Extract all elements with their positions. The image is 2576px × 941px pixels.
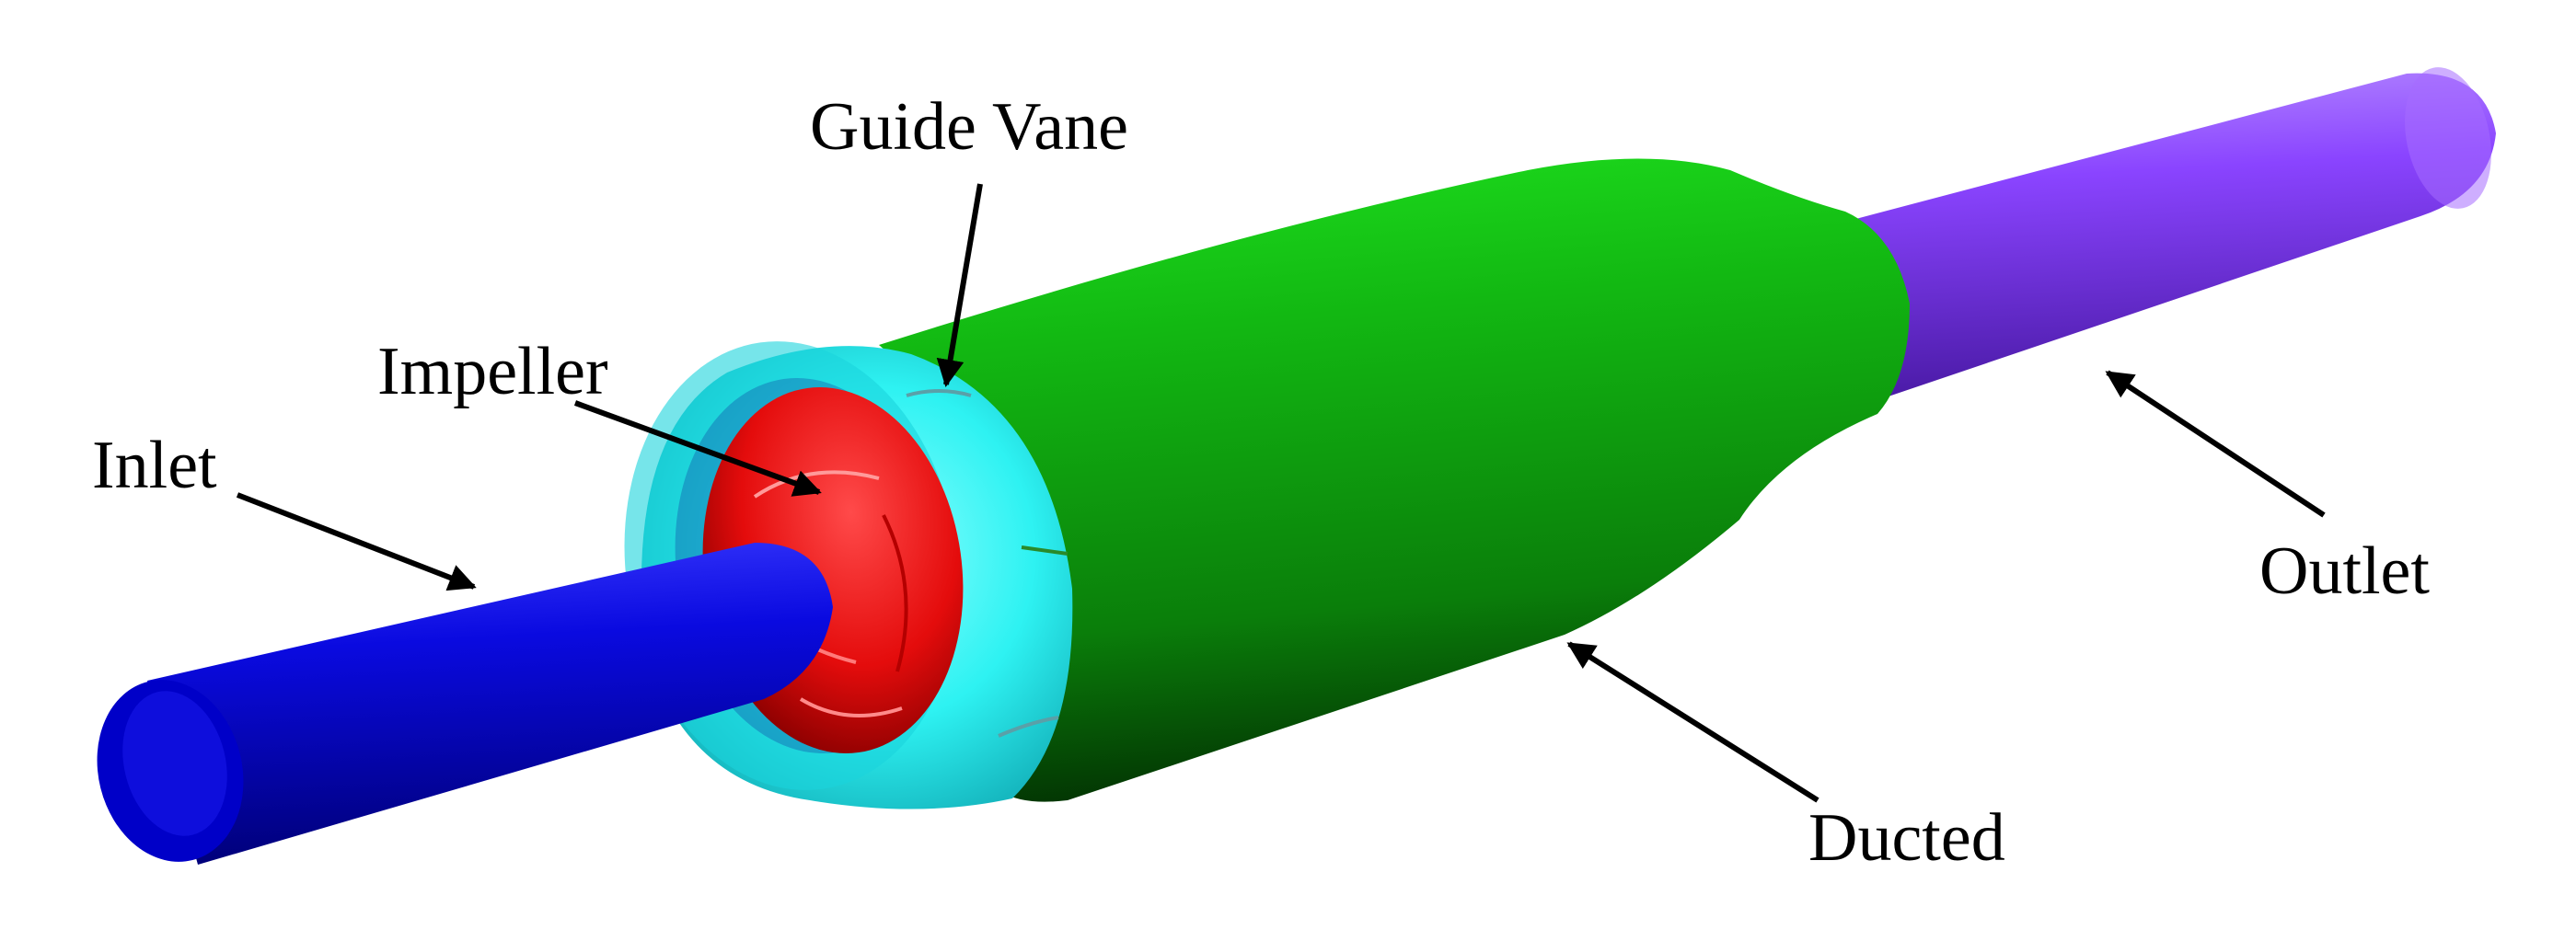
impeller-label: Impeller [377, 334, 608, 409]
guide-vane-label: Guide Vane [810, 89, 1128, 165]
inlet-pipe [97, 543, 833, 865]
outlet-leader [2105, 370, 2326, 518]
ducted-leader [1566, 641, 1819, 803]
inlet-leader [236, 492, 477, 591]
guide-vane-leader [936, 183, 983, 387]
outlet-label: Outlet [2259, 534, 2430, 609]
inlet-label: Inlet [92, 428, 217, 503]
ducted-body [879, 158, 1910, 802]
outlet-pipe [1831, 67, 2496, 401]
ducted-label: Ducted [1808, 800, 2005, 876]
impeller-leader [573, 400, 822, 497]
